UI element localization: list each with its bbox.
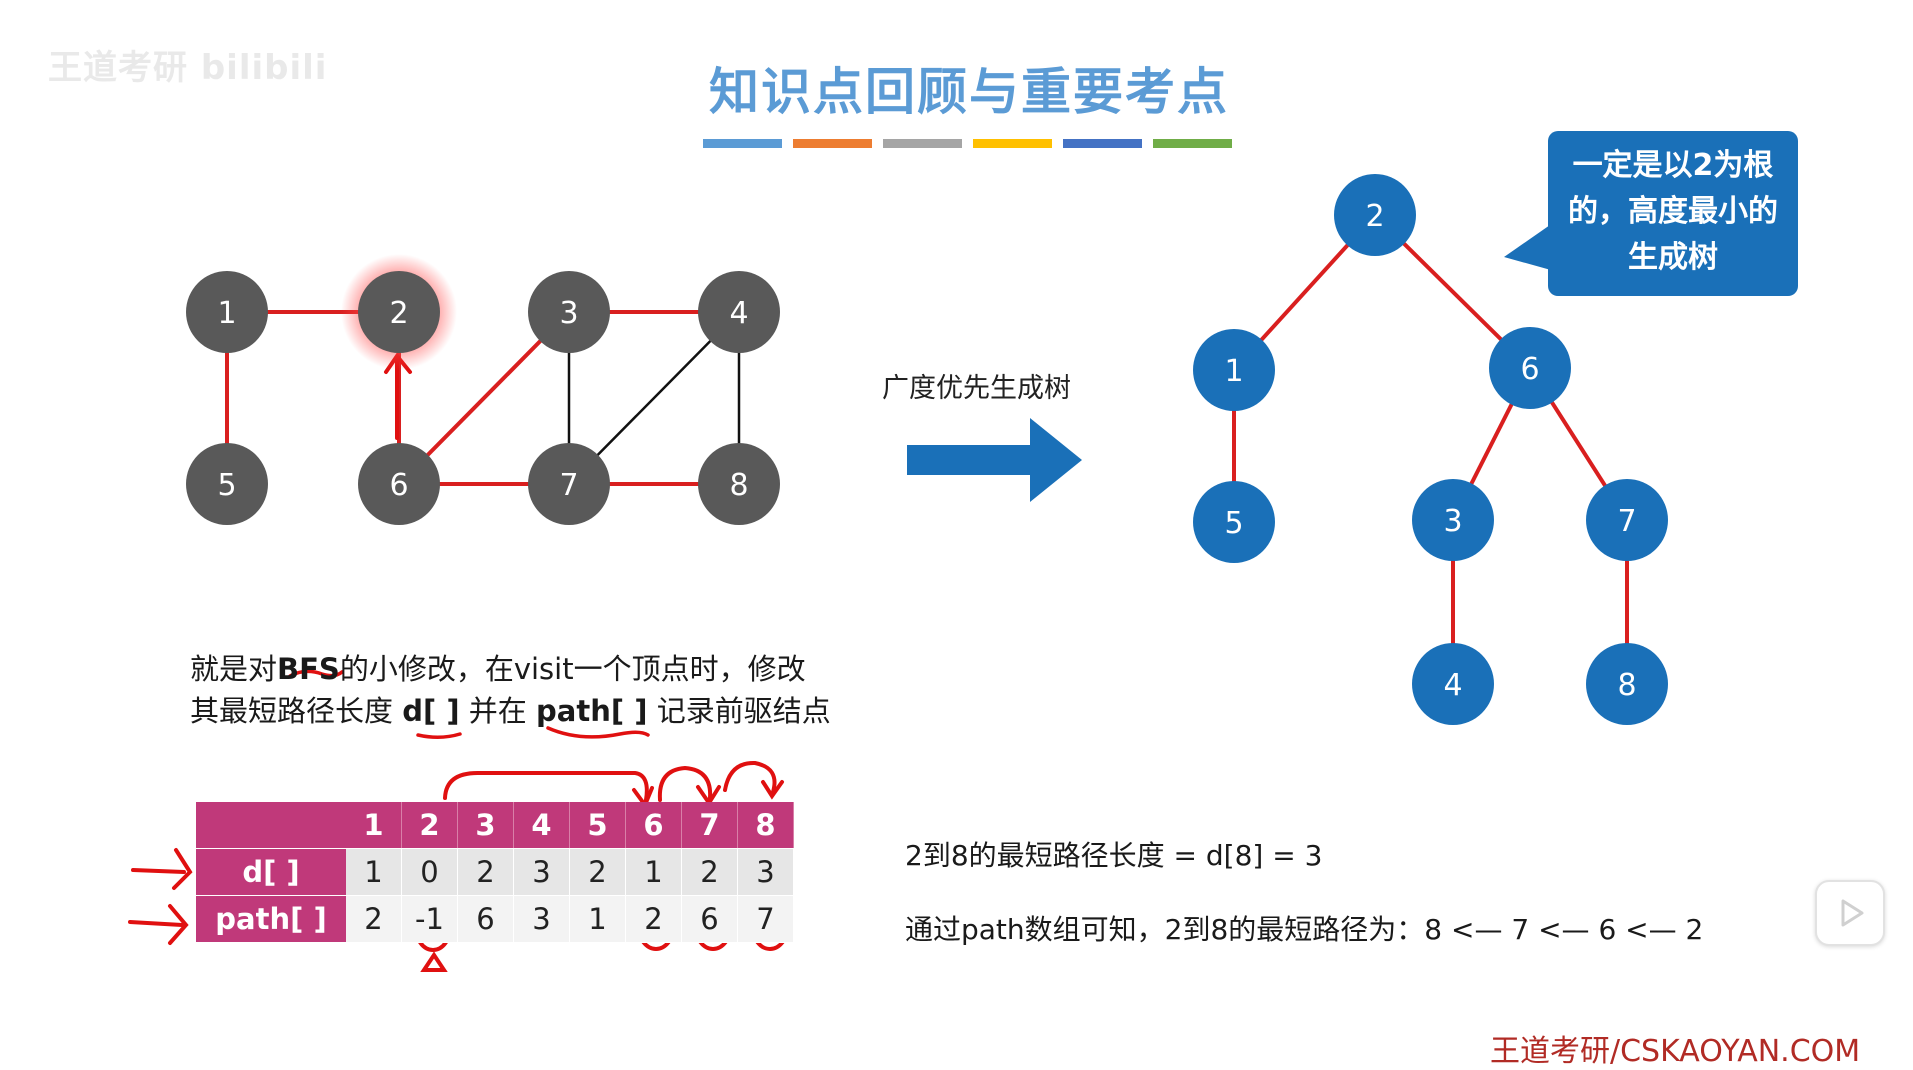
graph-node-5: 5 [186, 443, 268, 525]
title-color-bar [793, 139, 872, 148]
graph-node-3-label: 3 [559, 296, 578, 331]
graph-node-8: 8 [698, 443, 780, 525]
tree-node-2: 2 [1334, 174, 1416, 256]
callout-line-3: 生成树 [1628, 240, 1718, 275]
description-line-2: 其最短路径长度 d[ ] 并在 path[ ] 记录前驱结点 [190, 694, 831, 728]
graph-node-3: 3 [528, 271, 610, 353]
title-color-bar [1153, 139, 1232, 148]
tree-nodes: 2 1 6 5 3 7 4 8 [1193, 174, 1668, 725]
table-cell: 1 [625, 848, 682, 896]
table-cell: 6 [681, 895, 738, 943]
bfs-keyword: BFS [277, 652, 340, 686]
table-col-header: 4 [513, 802, 570, 849]
tree-node-5: 5 [1193, 481, 1275, 563]
tree-node-6: 6 [1489, 327, 1571, 409]
tree-node-3: 3 [1412, 479, 1494, 561]
handdrawn-underlines [288, 669, 650, 739]
graph-node-4: 4 [698, 271, 780, 353]
row-label-d: d[ ] [196, 848, 346, 896]
tree-node-3-label: 3 [1443, 504, 1462, 539]
callout-line-2: 的，高度最小的 [1568, 194, 1778, 229]
graph-node-1: 1 [186, 271, 268, 353]
graph-node-7-label: 7 [559, 468, 578, 503]
tree-node-4: 4 [1412, 643, 1494, 725]
tree-node-7-label: 7 [1617, 504, 1636, 539]
graph-node-7: 7 [528, 443, 610, 525]
table-col-header: 3 [457, 802, 514, 849]
table-col-header: 7 [681, 802, 738, 849]
table-cell: 3 [513, 848, 570, 896]
title-color-bar [703, 139, 782, 148]
table-cell: 2 [625, 895, 682, 943]
graph-node-4-label: 4 [729, 296, 748, 331]
table-cell: 2 [346, 895, 402, 943]
table-cell: 2 [457, 848, 514, 896]
table-cell: 7 [737, 895, 794, 943]
table-col-header: 1 [346, 802, 402, 849]
description-line-1: 就是对BFS的小修改，在visit一个顶点时，修改 [190, 652, 806, 686]
tree-node-1: 1 [1193, 329, 1275, 411]
handdrawn-table-arrows [443, 760, 784, 810]
table-col-header: 6 [625, 802, 682, 849]
graph-edges [225, 310, 741, 486]
table-cell: 3 [737, 848, 794, 896]
tree-node-4-label: 4 [1443, 668, 1462, 703]
table-row-d: d[ ] 1 0 2 3 2 1 2 3 [196, 848, 794, 896]
table-cell: 1 [346, 848, 402, 896]
table-col-header: 2 [401, 802, 458, 849]
graph-node-1-label: 1 [217, 296, 236, 331]
array-table: 1 2 3 4 5 6 7 8 d[ ] 1 0 2 3 2 1 2 3 pat… [196, 802, 794, 943]
table-cell: 0 [401, 848, 458, 896]
graph-node-2: 2 [358, 271, 440, 353]
title-color-bar [1063, 139, 1142, 148]
graph-nodes: 1 2 3 4 5 6 7 8 [186, 271, 780, 525]
d-array-keyword: d[ ] [402, 694, 460, 728]
play-icon [1841, 899, 1864, 927]
tree-node-5-label: 5 [1224, 506, 1243, 541]
table-cell: 2 [681, 848, 738, 896]
callout-pointer [1504, 225, 1558, 272]
page-title: 知识点回顾与重要考点 [709, 63, 1229, 121]
watermark: 王道考研 bilibili [48, 48, 328, 88]
table-col-header: 8 [737, 802, 794, 849]
tree-node-8: 8 [1586, 643, 1668, 725]
bfs-tree-arrow [907, 418, 1082, 502]
tree-node-8-label: 8 [1617, 668, 1636, 703]
table-cell: 3 [513, 895, 570, 943]
footer-brand: 王道考研/CSKAOYAN.COM [1490, 1034, 1861, 1069]
tree-node-2-label: 2 [1365, 199, 1384, 234]
table-cell: -1 [401, 895, 458, 943]
table-col-header: 5 [569, 802, 626, 849]
table-cell: 1 [569, 895, 626, 943]
table-cell: 6 [457, 895, 514, 943]
shortest-length-text: 2到8的最短路径长度 = d[8] = 3 [905, 839, 1323, 872]
graph-node-5-label: 5 [217, 468, 236, 503]
play-button[interactable] [1815, 880, 1885, 946]
row-label-path: path[ ] [196, 895, 346, 943]
bfs-tree-label: 广度优先生成树 [882, 373, 1071, 404]
tree-node-1-label: 1 [1224, 354, 1243, 389]
title-color-bar [883, 139, 962, 148]
shortest-path-text: 通过path数组可知，2到8的最短路径为：8 <— 7 <— 6 <— 2 [905, 913, 1704, 946]
table-row-path: path[ ] 2 -1 6 3 1 2 6 7 [196, 895, 794, 943]
graph-node-8-label: 8 [729, 468, 748, 503]
path-array-keyword: path[ ] [536, 694, 648, 728]
handdrawn-row-arrows [128, 848, 193, 945]
table-cell: 2 [569, 848, 626, 896]
graph-node-2-label: 2 [389, 296, 408, 331]
callout-line-1: 一定是以2为根 [1572, 148, 1774, 183]
callout-box: 一定是以2为根 的，高度最小的 生成树 [1548, 131, 1798, 296]
table-corner [196, 802, 346, 849]
table-header-row: 1 2 3 4 5 6 7 8 [196, 802, 794, 849]
title-color-bar [973, 139, 1052, 148]
tree-node-7: 7 [1586, 479, 1668, 561]
graph-node-6-label: 6 [389, 468, 408, 503]
graph-node-6: 6 [358, 443, 440, 525]
tree-node-6-label: 6 [1520, 352, 1539, 387]
